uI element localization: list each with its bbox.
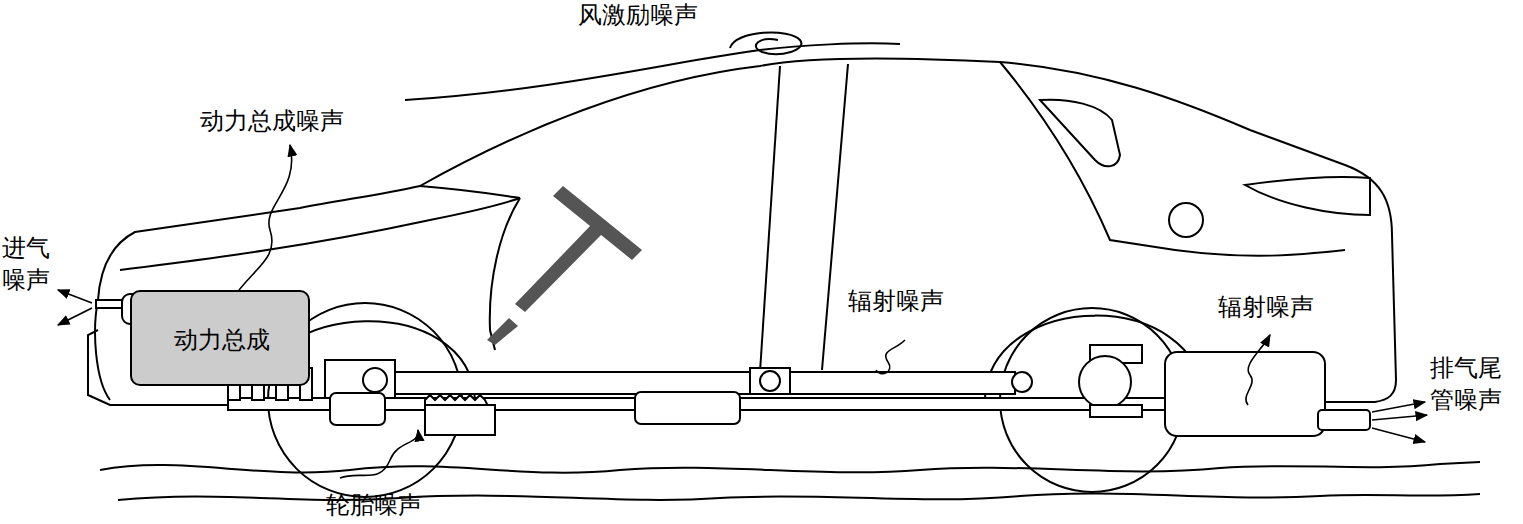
- car-body-part: [1245, 177, 1370, 215]
- car-body-part: [405, 43, 900, 100]
- radiated-noise-label: 辐射噪声: [848, 286, 944, 316]
- road-part: [118, 493, 1480, 500]
- tire-noise-label: 轮胎噪声: [326, 490, 422, 520]
- drivetrain-part: [1318, 410, 1370, 430]
- radiated-noise-label: 辐射噪声: [1218, 292, 1314, 322]
- drivetrain-part: [760, 371, 780, 391]
- leader-arrows: [58, 145, 1427, 478]
- drivetrain-part: [395, 372, 755, 394]
- leader-arrows-part: [58, 308, 92, 325]
- wind-swirl: [730, 32, 801, 54]
- drivetrain-part: [790, 372, 1015, 394]
- leader-arrows-part: [340, 430, 418, 478]
- car-body-part: [120, 198, 520, 270]
- steering-wheel-part: [515, 224, 604, 312]
- car-body: [88, 43, 1396, 405]
- drivetrain-part: [425, 405, 495, 435]
- car-body-part: [1000, 62, 1345, 256]
- steering-wheel-part: [553, 186, 642, 260]
- drivetrain-part: [1090, 405, 1142, 417]
- leader-arrows-part: [1372, 428, 1425, 442]
- leader-arrows-part: [58, 290, 92, 303]
- drivetrain-part: [330, 393, 385, 425]
- car-body-part: [760, 66, 780, 372]
- leader-arrows-part: [1246, 335, 1270, 405]
- drivetrain-part: [750, 368, 790, 394]
- node-label: 动力总成: [174, 326, 270, 355]
- powertrain-noise-label: 动力总成噪声: [200, 106, 344, 136]
- road-part: [100, 462, 1480, 473]
- road: [100, 462, 1480, 500]
- car-body-part: [1169, 203, 1203, 237]
- car-body-part: [1040, 100, 1120, 167]
- wind-noise-label: 风激励噪声: [578, 0, 698, 30]
- leader-arrows-part: [232, 145, 292, 300]
- drivetrain-part: [1079, 356, 1131, 408]
- car-body-part: [95, 59, 1396, 402]
- powertrain-box: 动力总成: [130, 290, 310, 386]
- car-body-part: [420, 186, 520, 198]
- wind-swirl-part: [730, 32, 801, 54]
- drivetrain-part: [1012, 372, 1032, 392]
- leader-arrows-part: [1372, 415, 1427, 420]
- drivetrain-part: [363, 368, 387, 392]
- tailpipe-noise-label: 排气尾 管噪声: [1430, 352, 1509, 417]
- steering-wheel-part: [487, 318, 518, 345]
- leader-arrows-part: [1372, 402, 1425, 412]
- drivetrain-part: [1165, 352, 1325, 436]
- car-body-part: [822, 64, 848, 370]
- leader-arrows-part: [876, 340, 905, 374]
- drivetrain-part: [635, 392, 740, 424]
- steering-wheel: [487, 186, 642, 345]
- intake-noise-label: 进气 噪声: [2, 232, 57, 297]
